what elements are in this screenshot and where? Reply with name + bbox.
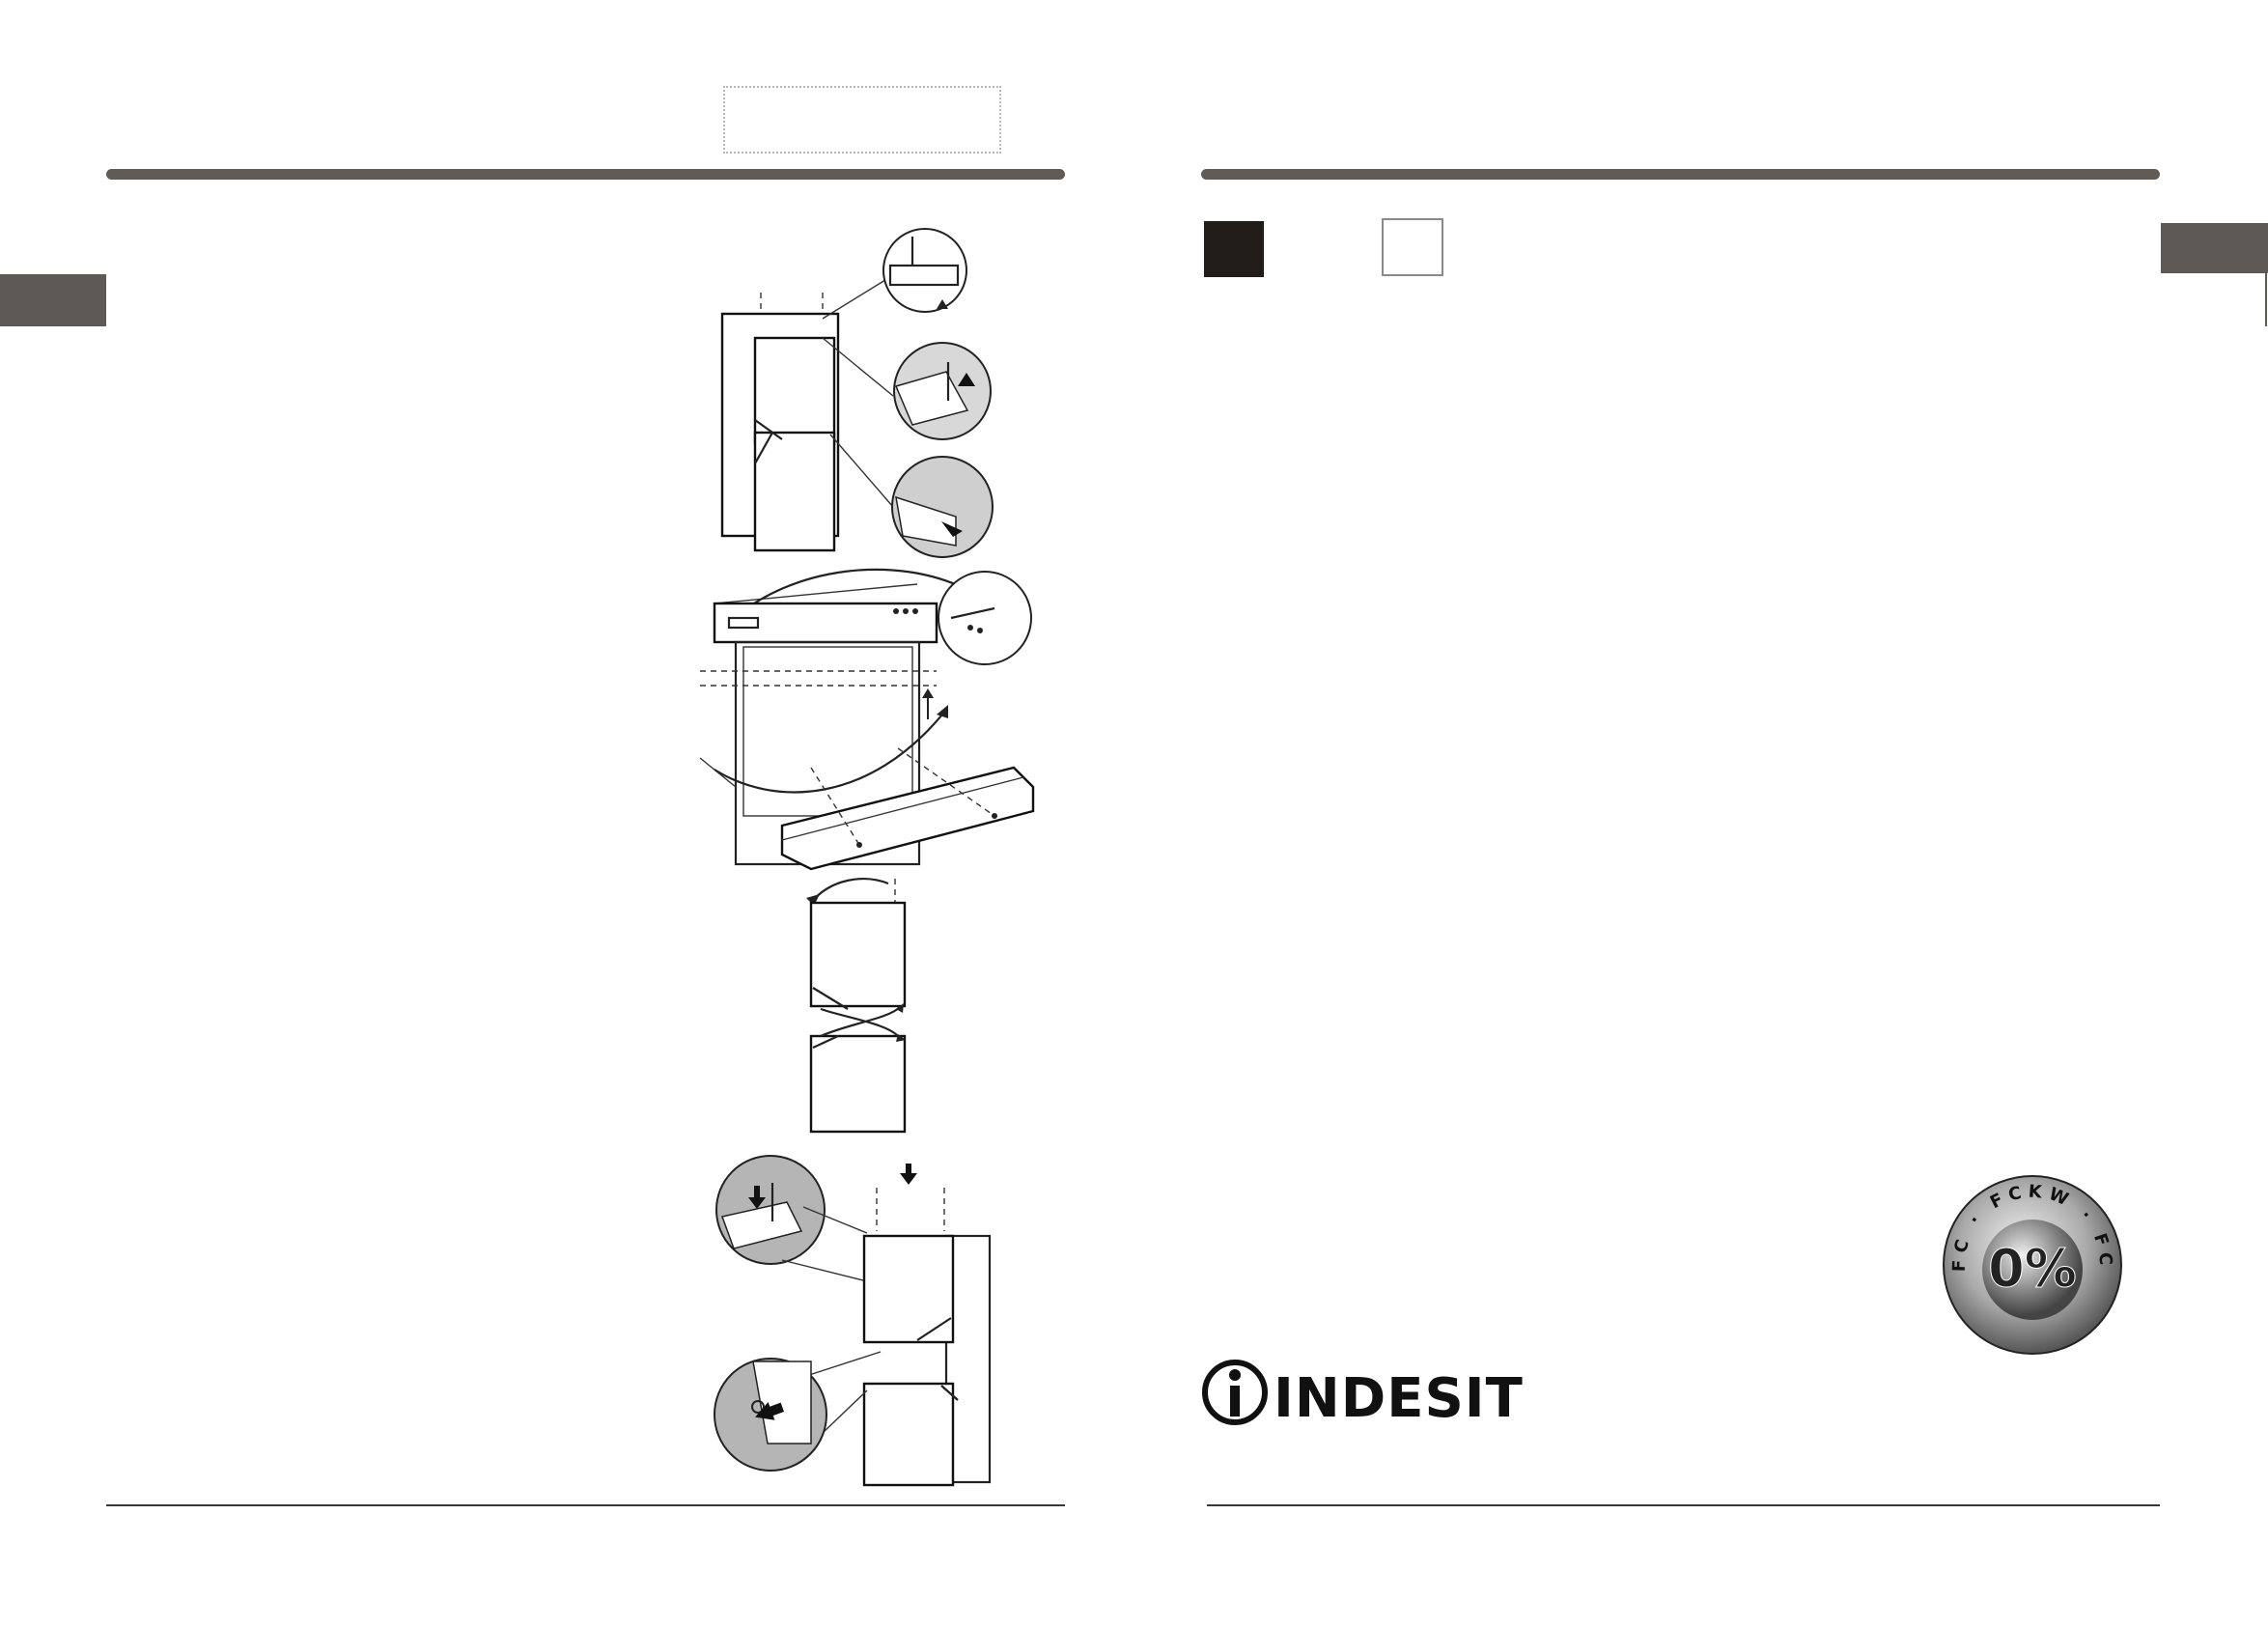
badge-center-text: 0% bbox=[1988, 1238, 2077, 1299]
light-square-marker bbox=[1382, 218, 1443, 276]
left-page-top-rule bbox=[106, 169, 1065, 180]
right-page-edge-line bbox=[2265, 273, 2267, 326]
door-reassembly-illustration bbox=[714, 1155, 992, 1487]
cfc-free-badge-icon: CFC · FCKW · FCK 0% bbox=[1931, 1153, 2122, 1355]
indesit-logo: INDESIT bbox=[1202, 1357, 1523, 1430]
door-swap-illustration bbox=[806, 878, 907, 1134]
indesit-i-icon bbox=[1202, 1360, 1268, 1425]
right-page-side-tab bbox=[2161, 223, 2268, 273]
left-page-side-tab bbox=[0, 274, 106, 326]
left-page-bottom-rule bbox=[106, 1504, 1065, 1506]
top-cover-and-base-plinth-illustration bbox=[699, 568, 1035, 871]
brand-name-text: INDESIT bbox=[1274, 1367, 1524, 1430]
right-page-bottom-rule bbox=[1207, 1504, 2160, 1506]
door-hinge-removal-illustration bbox=[720, 228, 994, 558]
page-header-placeholder-box bbox=[723, 86, 1001, 154]
right-page-top-rule bbox=[1201, 169, 2160, 180]
dark-square-marker bbox=[1204, 221, 1264, 277]
